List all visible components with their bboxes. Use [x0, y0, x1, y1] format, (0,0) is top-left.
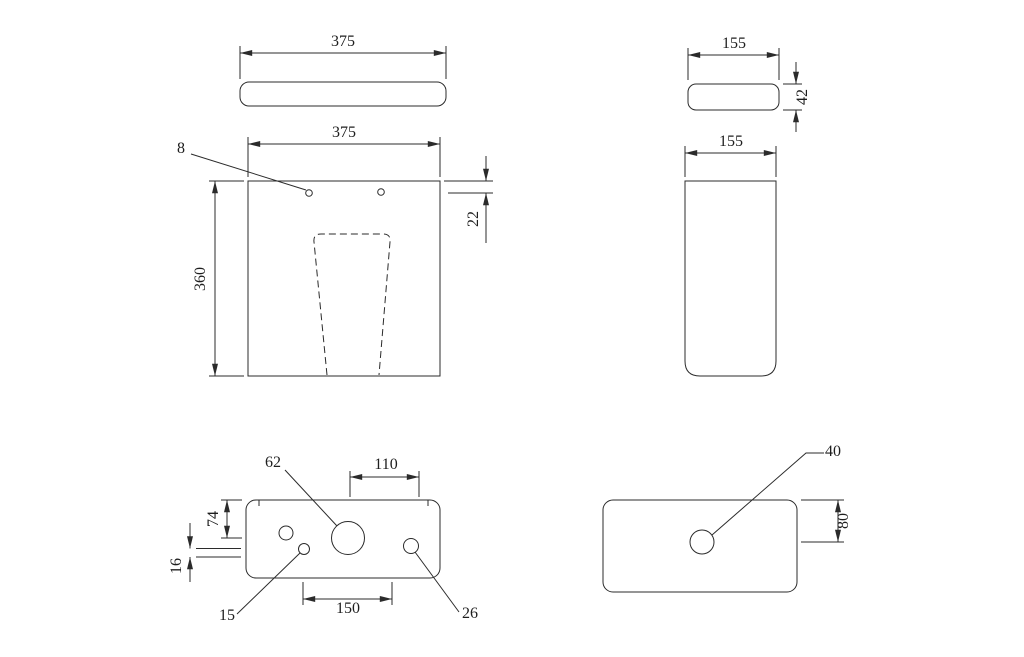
dim-label-small-offset: 16	[168, 558, 185, 574]
dim-label-offset: 22	[465, 211, 482, 227]
dim-label-thickness: 42	[794, 89, 811, 105]
hidden-trough-outline	[313, 233, 391, 376]
small-hole-right	[403, 538, 419, 554]
dim-label-hole: 8	[177, 140, 185, 157]
small-hole-lower-left	[298, 543, 310, 555]
leader-line-right-hole	[414, 551, 460, 613]
fixing-hole-left	[305, 189, 313, 197]
view-front: 375 8 360 22	[177, 124, 493, 377]
front-outline	[247, 180, 441, 377]
dim-label-left-offset: 74	[205, 511, 222, 527]
bottom-front-outline	[245, 499, 441, 579]
dim-label-top-spacing: 110	[374, 456, 397, 473]
dim-label-left-hole: 15	[219, 607, 235, 624]
lid-side-outline	[687, 83, 780, 111]
view-lid-side: 155 42	[687, 35, 811, 132]
dim-label-width: 155	[722, 35, 746, 52]
dim-label-hole-offset: 80	[835, 513, 852, 529]
dim-label-hole: 40	[825, 443, 841, 460]
small-hole-upper-left	[278, 525, 294, 541]
dim-label-center-hole: 62	[265, 454, 281, 471]
dim-label-bottom-spacing: 150	[336, 600, 360, 617]
leader-line-hole	[711, 452, 824, 536]
dim-label-width: 375	[331, 33, 355, 50]
leader-line-hole	[190, 153, 307, 191]
dim-label-width: 375	[332, 124, 356, 141]
bottom-side-outline	[602, 499, 798, 593]
view-bottom-side: 40 80	[602, 443, 852, 593]
view-bottom-front: 110 62 74 16 150 15 26	[168, 454, 478, 624]
outlet-hole	[689, 529, 715, 555]
side-outline	[684, 180, 777, 377]
view-side: 155	[684, 133, 777, 377]
leader-line-center-hole	[284, 469, 338, 527]
fixing-hole-right	[377, 188, 385, 196]
dim-label-height: 360	[192, 267, 209, 291]
view-lid-top: 375	[239, 33, 447, 107]
center-hole	[331, 521, 365, 555]
leader-line-left-hole	[236, 552, 301, 615]
dim-label-depth: 155	[719, 133, 743, 150]
lid-top-outline	[239, 81, 447, 107]
dim-label-right-hole: 26	[462, 605, 478, 622]
